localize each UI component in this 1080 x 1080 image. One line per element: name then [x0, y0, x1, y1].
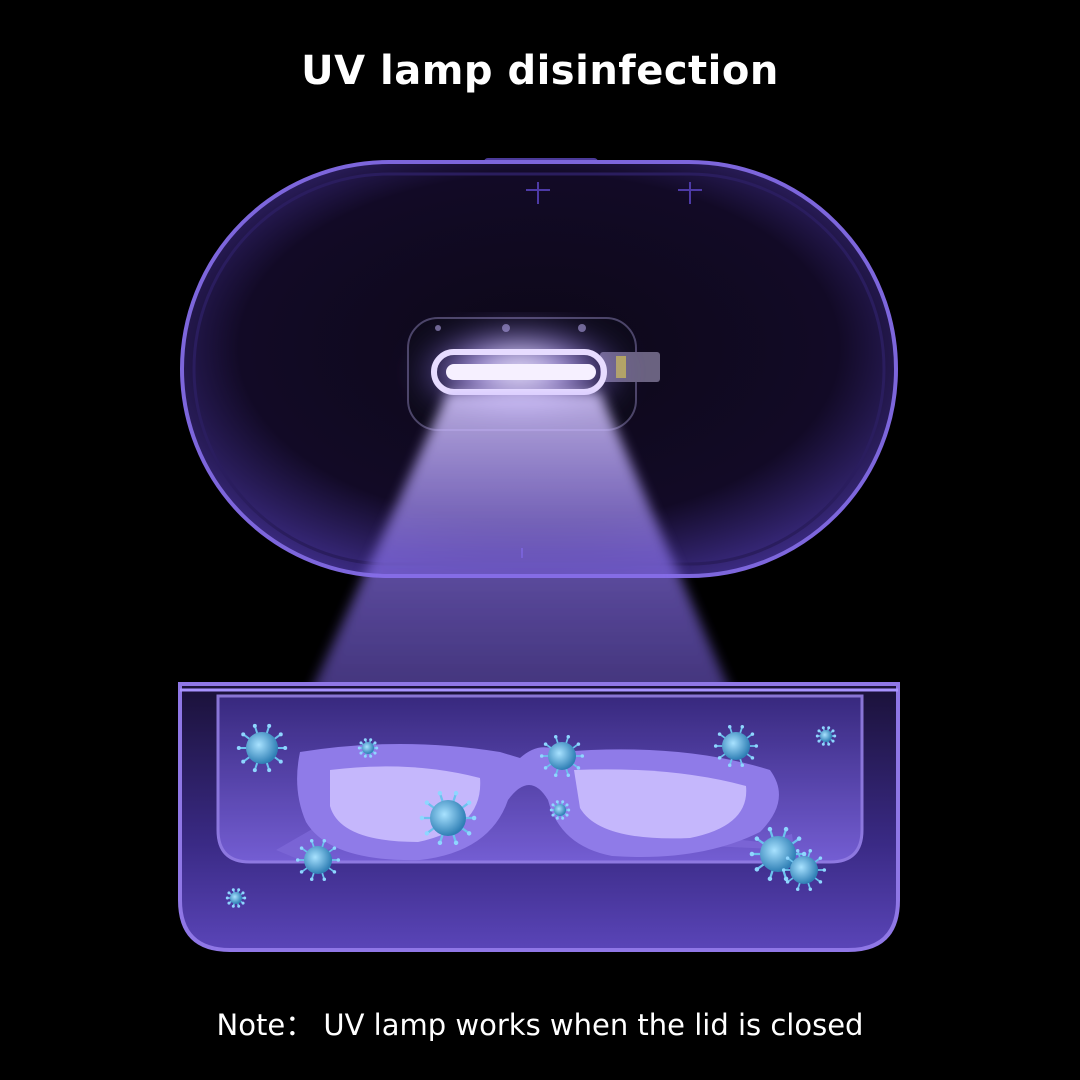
virus-particle-icons [225, 723, 837, 908]
virus-icon [815, 726, 837, 746]
virus-icon [419, 790, 477, 846]
virus-icon [225, 888, 247, 908]
virus-icon [295, 838, 341, 882]
case-base [178, 682, 900, 952]
virus-icon [236, 723, 288, 773]
eyeglasses [276, 744, 794, 861]
light-beam [280, 392, 760, 760]
page-title: UV lamp disinfection [301, 48, 779, 94]
virus-icon [781, 848, 827, 892]
virus-icon [749, 826, 807, 882]
virus-icon [539, 734, 585, 778]
footer-note: Note： UV lamp works when the lid is clos… [216, 1008, 864, 1042]
virus-icon [549, 800, 571, 820]
virus-icon [713, 724, 759, 768]
virus-icon [357, 738, 379, 758]
